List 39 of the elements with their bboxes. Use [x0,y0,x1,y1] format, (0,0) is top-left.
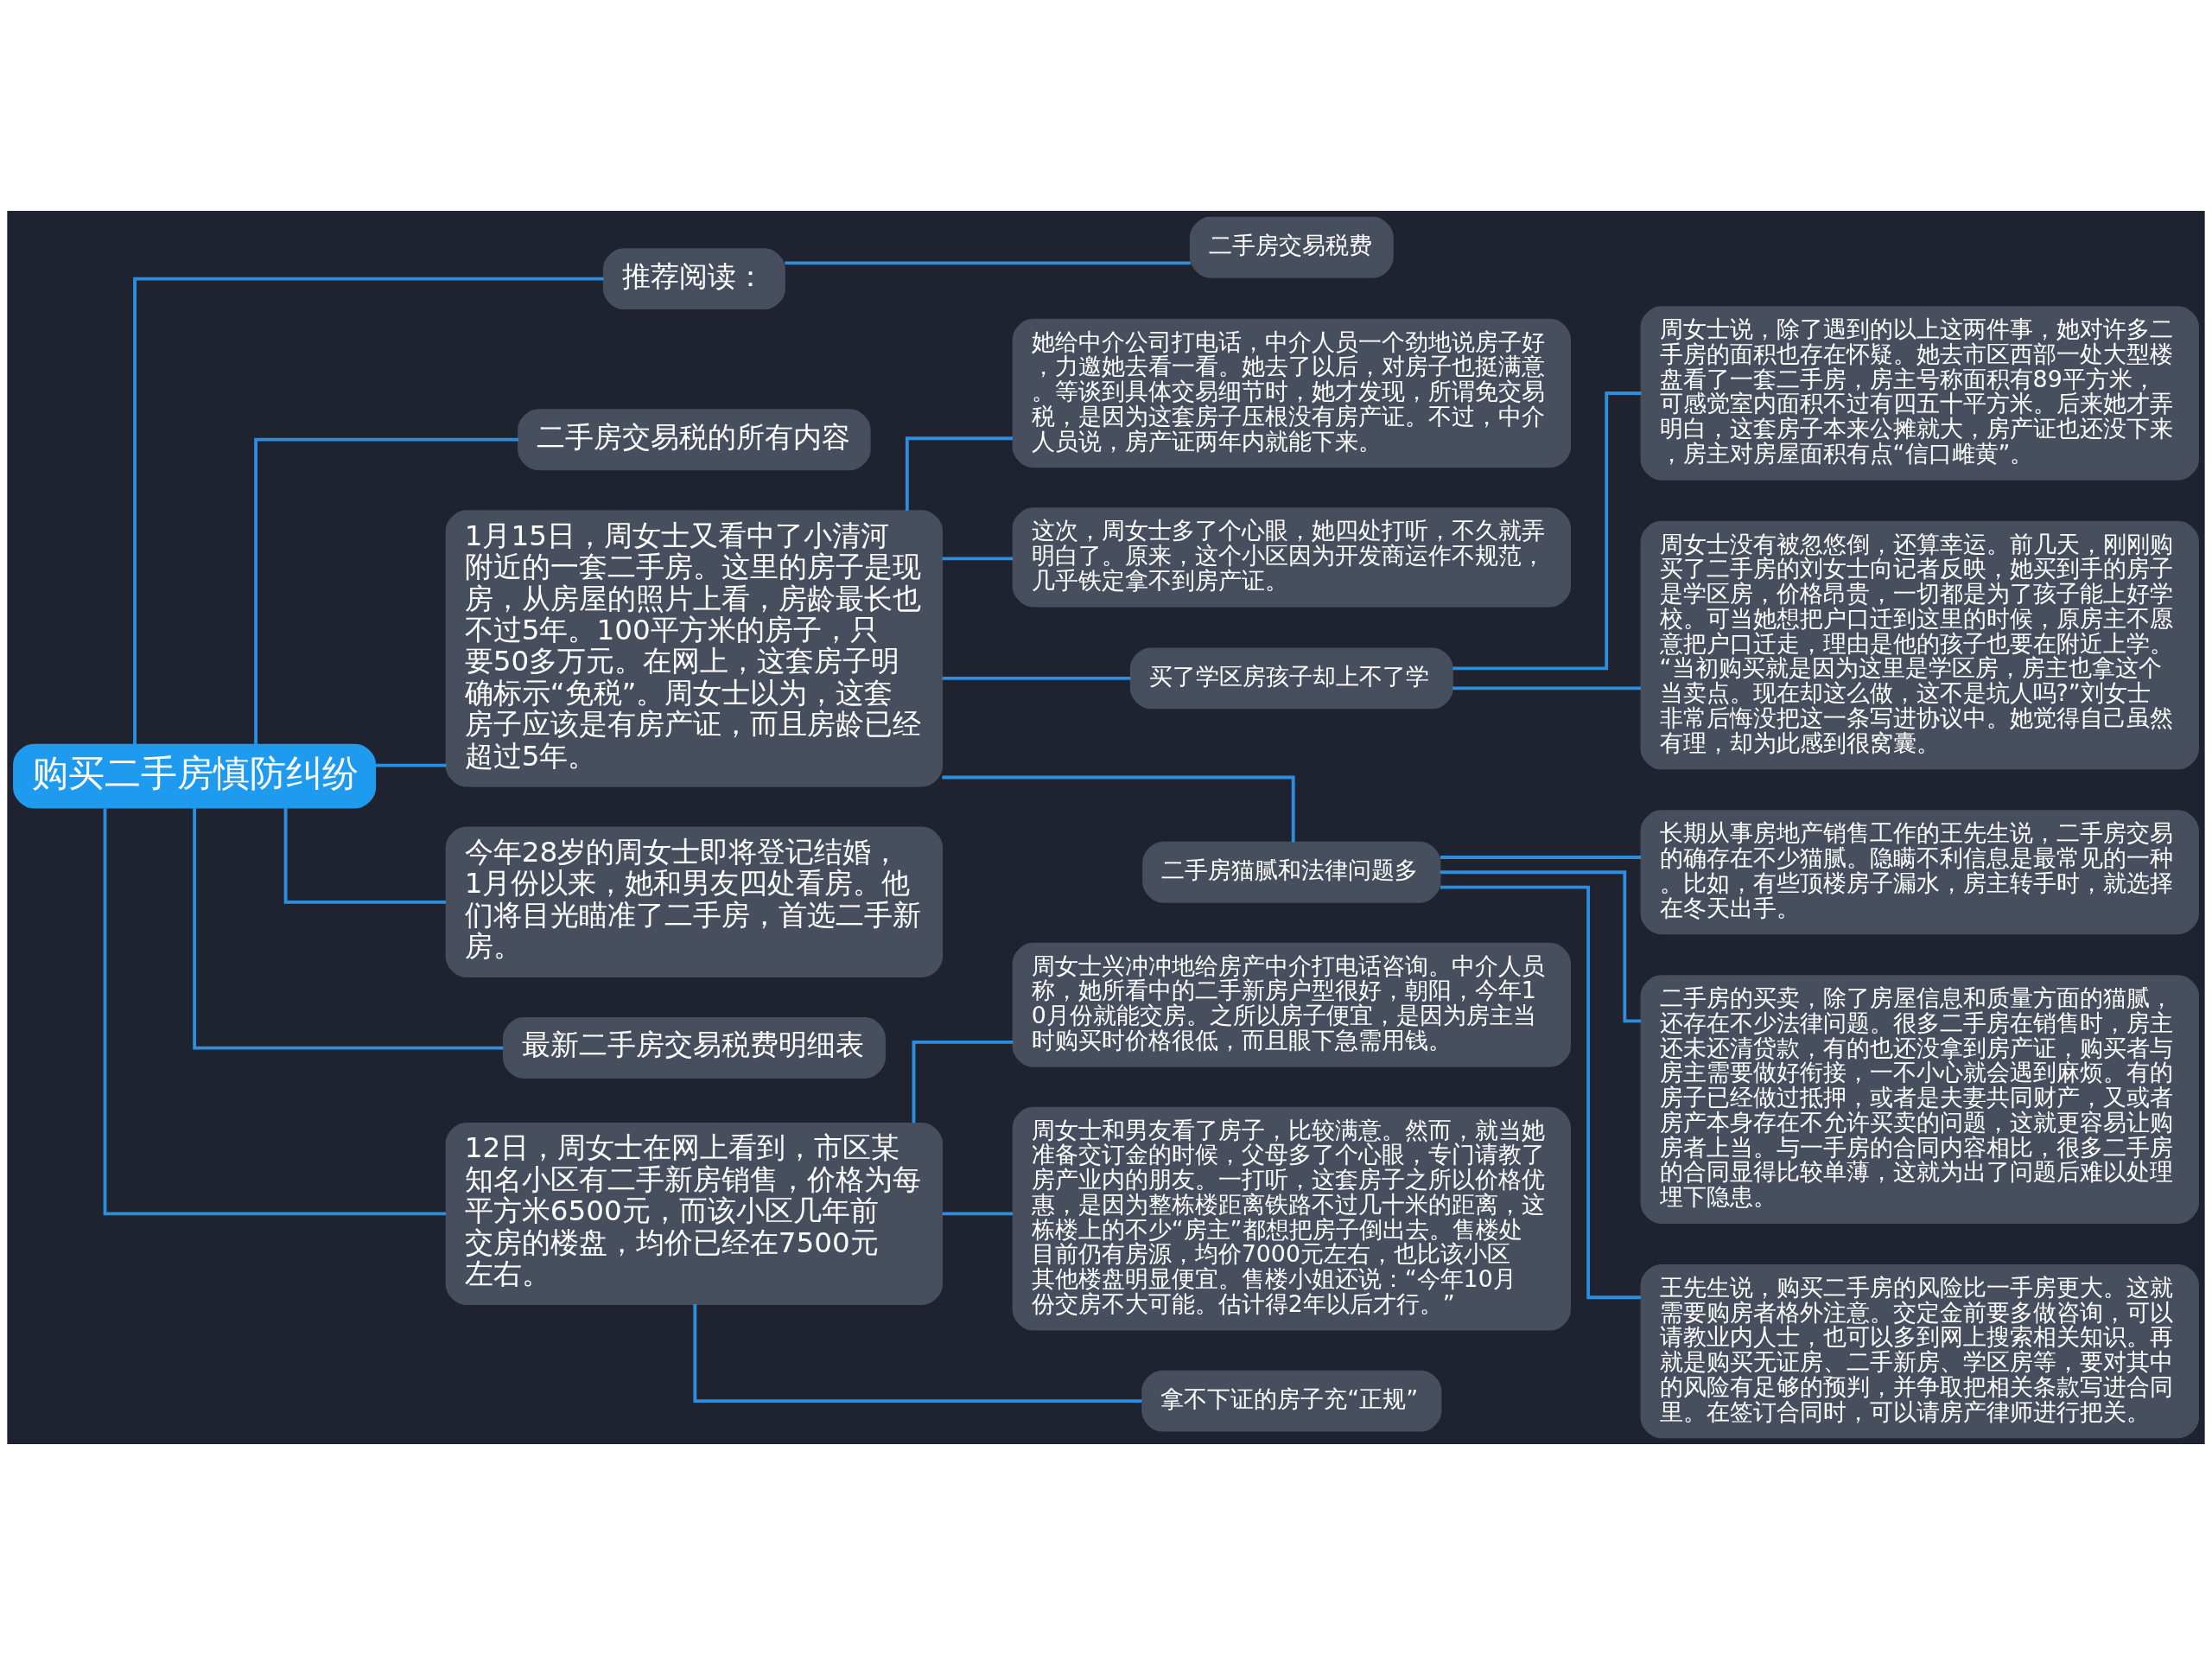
node-box: 她给中介公司打电话，中介人员一个劲地说房子好，力邀她去看一看。她去了以后，对房子也挺满意。等谈到具体交易细节时，她才发现，所谓免交易税，是因为这套房子压根没有房产证。不过，中介人员说，房产证两年内就能下来。 [1012,318,1571,468]
node-box: 拿不下证的房子充“正规” [1141,1370,1442,1432]
connector [693,1303,1142,1404]
node-box: 王先生说，购买二手房的风险比一手房更大。这就需要购房者格外注意。交定金前要多做咨询，可以请教业内人士，也可以多到网上搜索相关知识。再就是购买无证房、二手新房、学区房等，要对其中的风险有足够的预判，并争取把相关条款写进合同里。在签订合同时，可以请房产律师进行把关。 [1640,1264,2199,1439]
node-box: 买了学区房孩子却上不了学 [1129,647,1453,710]
connector [905,436,1013,511]
node-box: 购买二手房慎防纠纷 [13,743,377,809]
node-box: 推荐阅读： [602,248,785,310]
node-box: 周女士和男友看了房子，比较满意。然而，就当她准备交订金的时候，父母多了个心眼，专门请教了房产业内的朋友。一打听，这套房子之所以价格优惠，是因为整栋楼距离铁路不过几十米的距离，这栋楼上的不少“房主”都想把房子倒出去。售楼处目前仍有房源，均价7000元左右，也比该小区其他楼盘明显便宜。售楼小姐还说：“今年10月份交房不大可能。估计得2年以后才行。” [1012,1106,1571,1331]
node-box: 二手房猫腻和法律问题多 [1142,841,1441,903]
node-box: 周女士兴冲冲地给房产中介打电话咨询。中介人员称，她所看中的二手新房户型很好，朝阳，今年10月份就能交房。之所以房子便宜，是因为房主当时购买时价格很低，而且眼下急需用钱。 [1012,942,1571,1067]
node-box: 二手房交易税的所有内容 [518,409,871,471]
connector [103,808,447,1216]
connector [254,437,518,745]
node-box: 最新二手房交易税费明细表 [502,1017,886,1079]
node-box: 这次，周女士多了个心眼，她四处打听，不久就弄明白了。原来，这个小区因为开发商运作不规范，几乎铁定拿不到房产证。 [1012,507,1571,608]
connector [912,1040,1014,1123]
connector [1440,885,1641,1300]
node-box: 二手房的买卖，除了房屋信息和质量方面的猫腻，还存在不少法律问题。很多二手房在销售时，房主还未还清贷款，有的也还没拿到房产证，购买者与房主需要做好衔接，一不小心就会遇到麻烦。有的房子已经做过抵押，或者是夫妻共同财产，又或者房产本身存在不允许买卖的问题，这就更容易让购房者上当。与一手房的合同内容相比，很多二手房的合同显得比较单薄，这就为出了问题后难以处理埋下隐患。 [1640,975,2199,1224]
connector [1452,391,1642,671]
connector [193,807,504,1050]
connector [942,775,1295,843]
connector [785,261,1191,265]
node-box: 1月15日，周女士又看中了小清河附近的一套二手房。这里的房子是现房，从房屋的照片上看，房龄最长也不过5年。100平方米的房子，只要50多万元。在网上，这套房子明确标示“免税”。周女士以为，这套房子应该是有房产证，而且房龄已经超过5年。 [445,510,944,787]
node-box: 长期从事房地产销售工作的王先生说，二手房交易的确存在不少猫腻。隐瞒不利信息是最常见的一种。比如，有些顶楼房子漏水，房主转手时，就选择在冬天出手。 [1640,810,2199,935]
connector [1440,870,1642,1023]
node-box: 今年28岁的周女士即将登记结婚，1月份以来，她和男友四处看房。他们将目光瞄准了二手房，首选二手新房。 [445,826,944,978]
connector [942,557,1014,561]
connector [133,277,604,745]
node-box: 周女士没有被忽悠倒，还算幸运。前几天，刚刚购买了二手房的刘女士向记者反映，她买到手的房子是学区房，价格昂贵，一切都是为了孩子能上好学校。可当她想把户口迁到这里的时候，原房主不愿意把户口迁走，理由是他的孩子也要在附近上学。“当初购买就是因为这里是学区房，房主也拿这个当卖点。现在却这么做，这不是坑人吗?”刘女士非常后悔没把这一条写进协议中。她觉得自己虽然有理，却为此感到很窝囊。 [1640,520,2199,770]
node-box: 周女士说，除了遇到的以上这两件事，她对许多二手房的面积也存在怀疑。她去市区西部一处大型楼盘看了一套二手房，房主号称面积有89平方米，可感觉室内面积不过有四五十平方米。后来她才弄明白，这套房子本来公摊就大，房产证也还没下来，房主对房屋面积有点“信口雌黄”。 [1640,306,2199,481]
connector [942,676,1131,680]
connector [1452,686,1642,691]
connector [283,807,447,904]
connector [942,1212,1014,1216]
connector [375,763,447,767]
node-box: 二手房交易税费 [1189,216,1394,278]
connector [1440,856,1641,859]
node-box: 12日，周女士在网上看到，市区某知名小区有二手新房销售，价格为每平方米6500元，而该小区几年前交房的楼盘，均价已经在7500元左右。 [445,1122,944,1305]
